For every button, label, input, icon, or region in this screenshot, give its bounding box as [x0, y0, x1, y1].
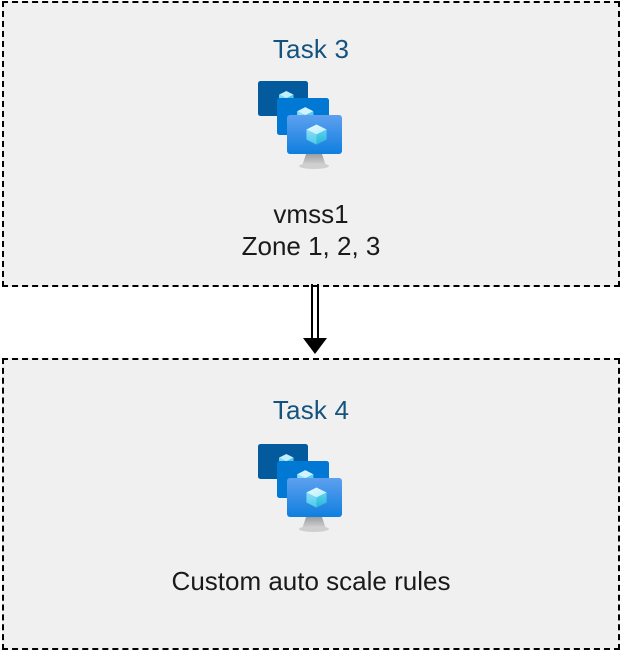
azure-vm-scale-set-icon — [258, 81, 342, 169]
task-3-caption-block: vmss1 Zone 1, 2, 3 — [242, 198, 381, 262]
task-box-task-3[interactable]: Task 3 — [2, 1, 620, 287]
task-3-caption-line-1: vmss1 — [273, 199, 349, 229]
task-4-caption-line-1: Custom auto scale rules — [171, 566, 451, 596]
task-3-caption-line-2: Zone 1, 2, 3 — [241, 231, 381, 261]
down-arrow-connector — [303, 284, 327, 354]
task-3-title: Task 3 — [272, 34, 350, 64]
task-4-title: Task 4 — [272, 395, 350, 425]
task-4-caption-block: Custom auto scale rules — [172, 565, 451, 597]
task-box-task-4[interactable]: Task 4 — [2, 358, 620, 650]
azure-vm-scale-set-icon — [258, 444, 342, 532]
